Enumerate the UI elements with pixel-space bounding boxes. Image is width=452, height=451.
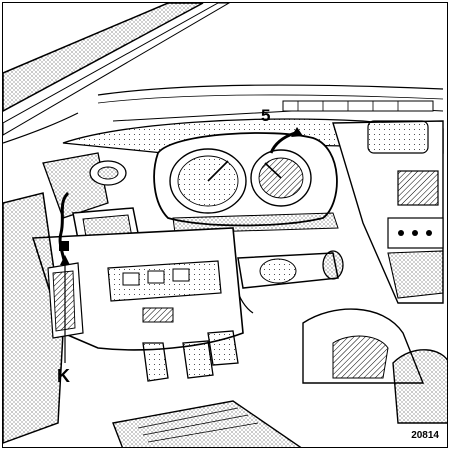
pedals xyxy=(142,330,239,382)
callout-instrument-panel: 5 xyxy=(261,106,271,125)
steering-column xyxy=(231,242,344,314)
callout-connector: K xyxy=(57,366,70,386)
figure-frame: 5 K 20814 xyxy=(2,2,448,448)
windscreen-pillar xyxy=(3,3,230,144)
figure-reference-number: 20814 xyxy=(411,430,439,441)
seat-and-gear-area xyxy=(302,308,447,424)
centre-console xyxy=(332,120,444,304)
floor-mat xyxy=(112,400,302,447)
dashboard-illustration xyxy=(3,3,447,447)
lower-dash-panel xyxy=(31,227,244,351)
instrument-panel xyxy=(153,127,339,234)
door-panel xyxy=(3,192,84,444)
connector-wiring xyxy=(58,191,70,363)
